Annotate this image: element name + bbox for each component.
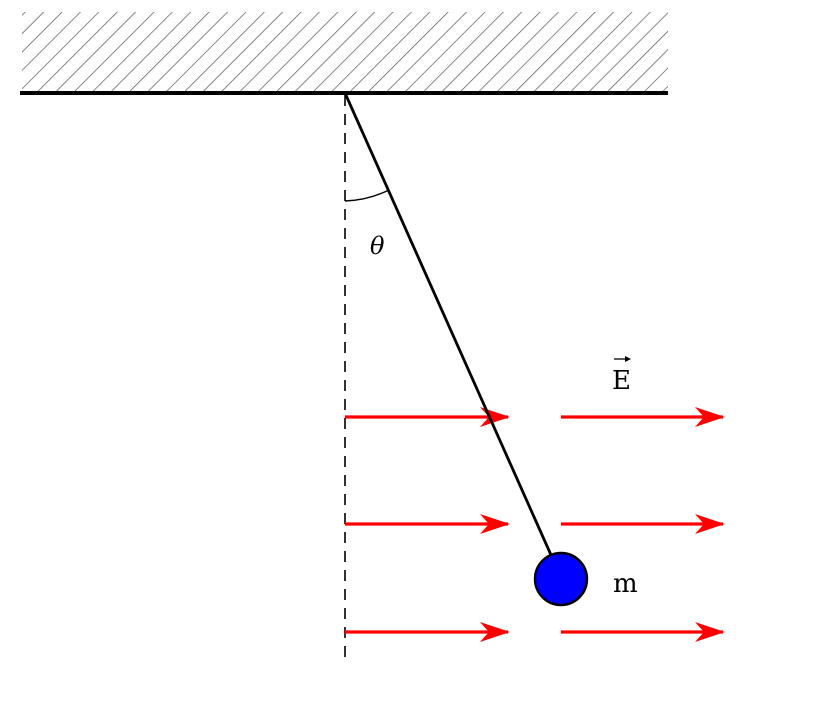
angle-label: θ (370, 232, 385, 260)
pendulum-string (343, 92, 553, 556)
ceiling-hatch (22, 12, 668, 93)
vector-arrow-icon (614, 356, 631, 362)
electric-field-arrows (345, 407, 725, 642)
mass-label: m (613, 569, 638, 599)
pendulum-bob (533, 551, 589, 607)
ceiling-support (20, 12, 668, 95)
field-label: E (612, 366, 631, 396)
angle-arc (344, 189, 390, 202)
